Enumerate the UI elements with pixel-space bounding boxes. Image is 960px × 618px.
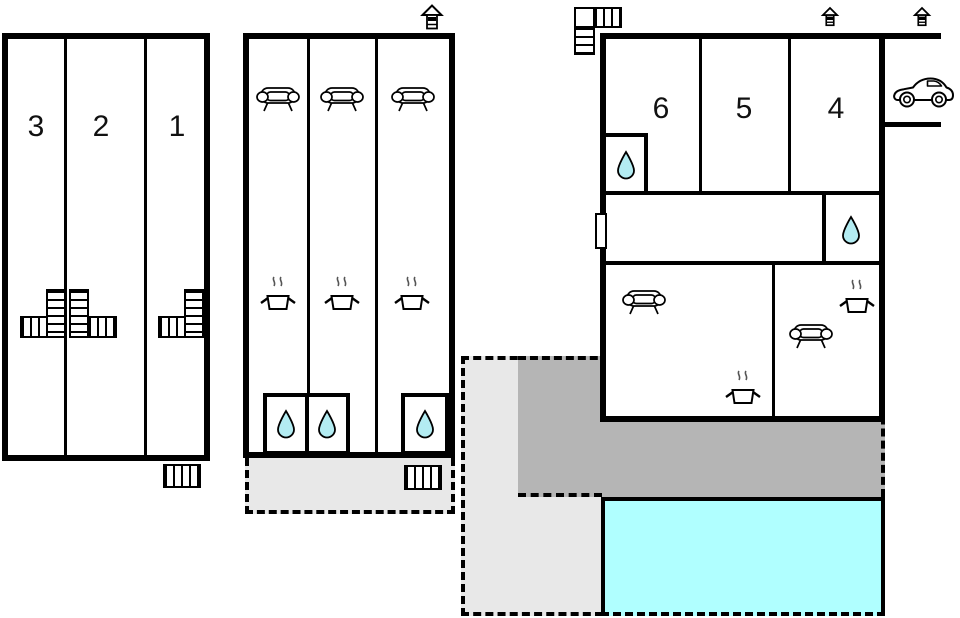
entrance-steps-icon — [163, 464, 201, 488]
wall — [600, 416, 885, 422]
wall — [144, 39, 147, 455]
room-label-5: 5 — [735, 92, 753, 125]
terrace-boundary-dash — [518, 493, 602, 497]
staircase-icon — [593, 7, 622, 28]
staircase-icon — [574, 26, 595, 55]
door — [595, 213, 607, 249]
staircase-icon — [184, 289, 204, 338]
wall — [243, 33, 249, 458]
wall — [204, 33, 210, 461]
staircase-icon — [574, 7, 595, 28]
wall — [772, 265, 775, 416]
cooking-pot-icon — [394, 276, 430, 310]
wall — [606, 133, 648, 137]
wall — [885, 122, 941, 127]
sofa-icon — [320, 87, 364, 112]
wall — [879, 33, 885, 422]
wall — [699, 39, 702, 195]
wall — [600, 33, 885, 39]
wall — [606, 191, 879, 195]
water-drop-icon — [318, 409, 336, 439]
swimming-pool — [601, 497, 885, 616]
wall — [243, 33, 455, 39]
water-drop-icon — [416, 409, 434, 439]
wall — [375, 39, 378, 452]
room-label-6: 6 — [652, 92, 670, 125]
chimney-icon — [820, 6, 840, 27]
wall — [2, 455, 210, 461]
staircase-icon — [46, 289, 66, 338]
left-building-floor — [2, 33, 210, 461]
staircase-icon — [69, 289, 89, 338]
bathroom — [305, 393, 350, 455]
sofa-icon — [789, 324, 833, 349]
chimney-icon — [912, 6, 932, 27]
cooking-pot-icon — [324, 276, 360, 310]
chimney-icon — [420, 4, 444, 30]
room-label-1: 1 — [168, 110, 186, 143]
main-house-floor — [600, 33, 885, 422]
staircase-icon — [87, 316, 117, 338]
wall — [822, 195, 826, 261]
entrance-steps-icon — [404, 465, 442, 490]
wall — [606, 261, 879, 265]
water-drop-icon — [617, 150, 635, 180]
staircase-icon — [20, 316, 48, 338]
wall — [788, 39, 791, 195]
wall — [449, 33, 455, 458]
wall — [644, 133, 648, 195]
wall — [2, 33, 8, 461]
pool-bottom-dash — [601, 612, 885, 616]
water-drop-icon — [277, 409, 295, 439]
wall — [243, 452, 455, 458]
sofa-icon — [622, 290, 666, 315]
sofa-icon — [391, 87, 435, 112]
cooking-pot-icon — [725, 370, 761, 404]
car-icon — [893, 77, 954, 108]
water-drop-icon — [842, 215, 860, 245]
cooking-pot-icon — [839, 279, 875, 313]
room-label-3: 3 — [27, 110, 45, 143]
wall — [64, 39, 67, 455]
wall — [885, 33, 941, 39]
room-label-4: 4 — [827, 92, 845, 125]
room-label-2: 2 — [92, 110, 110, 143]
wall — [2, 33, 210, 39]
wall — [307, 39, 310, 452]
sofa-icon — [256, 87, 300, 112]
cooking-pot-icon — [260, 276, 296, 310]
staircase-icon — [158, 316, 186, 338]
